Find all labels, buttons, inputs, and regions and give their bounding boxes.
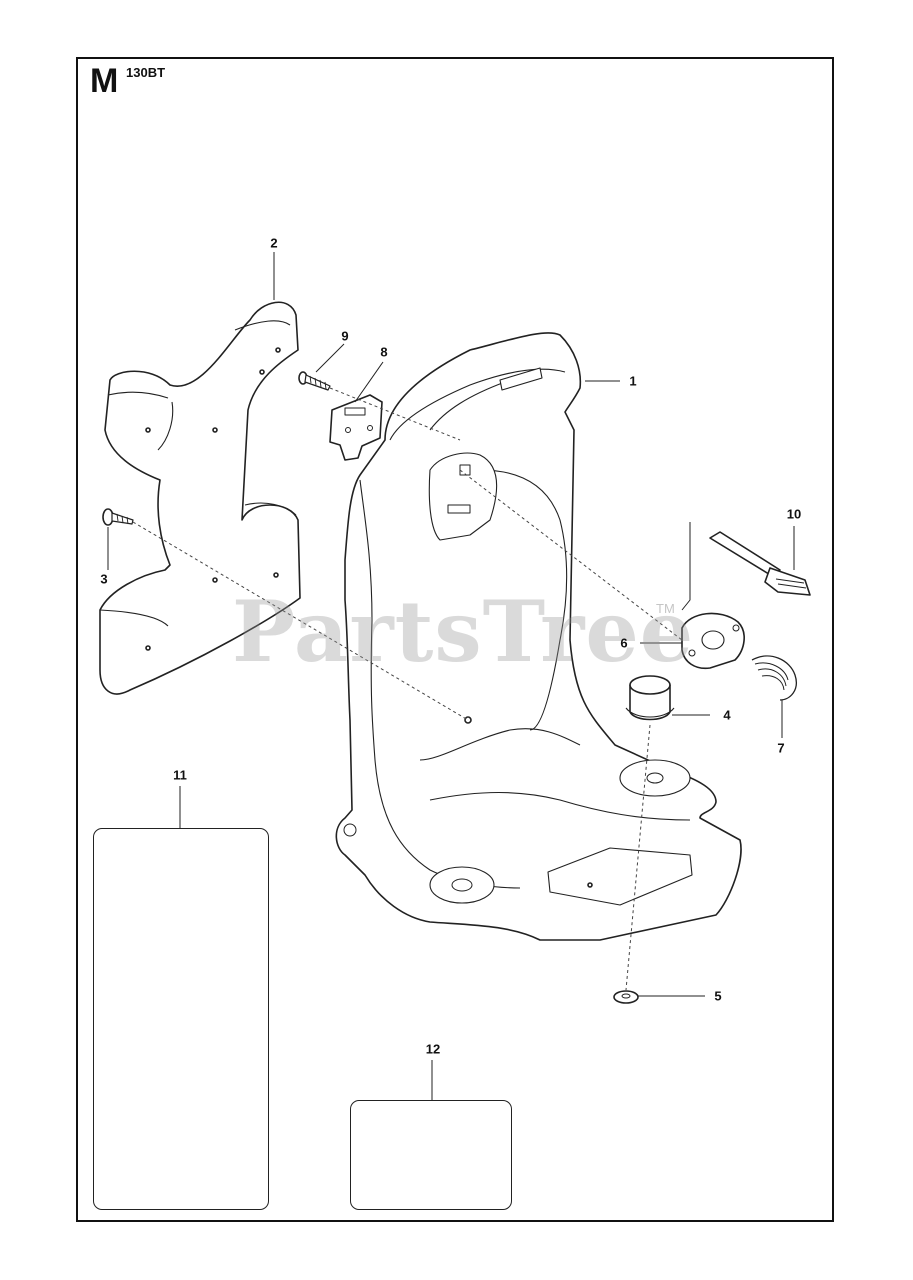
label-box-11 <box>93 828 269 1210</box>
callout-5: 5 <box>714 988 722 1004</box>
callout-2: 2 <box>270 235 278 251</box>
callout-8: 8 <box>380 344 388 360</box>
callout-10: 10 <box>786 506 802 522</box>
callout-9: 9 <box>341 328 349 344</box>
screw-part-3 <box>102 508 134 526</box>
callout-4: 4 <box>723 707 731 723</box>
watermark-trademark: TM <box>656 601 675 616</box>
leader-lines <box>107 252 795 1100</box>
assembly-lines <box>132 387 683 991</box>
callout-1: 1 <box>629 373 637 389</box>
callout-11: 11 <box>173 767 187 783</box>
callout-7: 7 <box>777 740 785 756</box>
diagram-frame <box>76 57 834 1222</box>
backpack-frame-part <box>335 332 742 941</box>
washer-part <box>613 990 639 1004</box>
buckle-housing-part <box>681 612 745 670</box>
screw-part-9 <box>298 371 331 391</box>
back-pad-part <box>99 301 301 695</box>
bracket-part <box>329 394 383 461</box>
plug-part <box>625 675 675 721</box>
callout-3: 3 <box>100 571 108 587</box>
label-box-12 <box>350 1100 512 1210</box>
watermark: PartsTree <box>232 582 695 681</box>
strap-clip-part <box>709 531 811 596</box>
model-code: 130BT <box>126 65 166 80</box>
spring-part <box>751 655 797 701</box>
section-letter: M <box>90 62 119 100</box>
callout-12: 12 <box>425 1041 441 1057</box>
callout-6: 6 <box>620 635 628 651</box>
